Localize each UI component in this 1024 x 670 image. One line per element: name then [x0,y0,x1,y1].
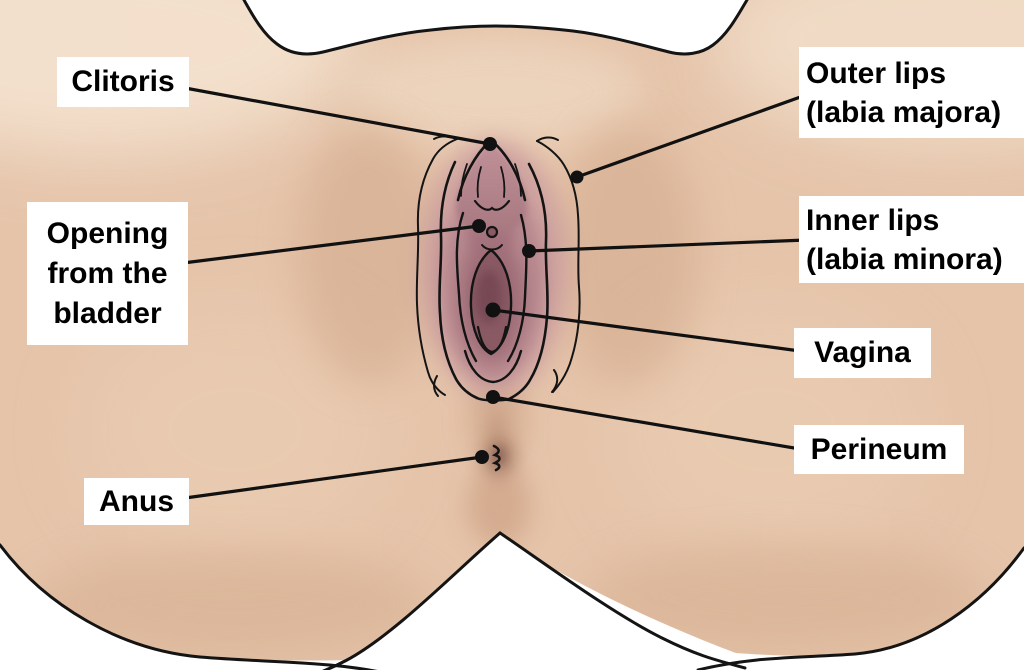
label-vagina: Vagina [794,328,931,378]
leader-line-vagina [491,308,802,353]
leader-line-outer-lips [575,93,808,179]
leader-dots [472,137,584,464]
marker-dot-bladder-opening [472,219,486,233]
vulva-line-art [415,135,581,472]
leader-lines [181,86,808,500]
leader-line-inner-lips [527,238,808,253]
label-clitoris: Clitoris [57,57,189,107]
label-inner-lips: Inner lips (labia minora) [799,196,1024,283]
marker-dot-inner-lips [522,244,536,258]
leader-line-perineum [491,395,802,451]
label-perineum: Perineum [794,425,964,474]
marker-dot-perineum [486,390,500,404]
label-anus: Anus [84,478,189,525]
anus-mark [491,444,501,472]
label-outer-lips: Outer lips (labia majora) [799,47,1024,138]
marker-dot-vagina [485,302,501,318]
marker-dot-outer-lips [570,170,584,184]
leader-line-anus [183,455,484,500]
marker-dot-clitoris [483,137,497,151]
urethral-opening-ring [485,225,499,239]
marker-dot-anus [475,450,489,464]
leader-line-bladder-opening [181,224,481,265]
leader-line-clitoris [183,86,492,146]
label-opening-from-bladder: Opening from the bladder [27,202,188,345]
